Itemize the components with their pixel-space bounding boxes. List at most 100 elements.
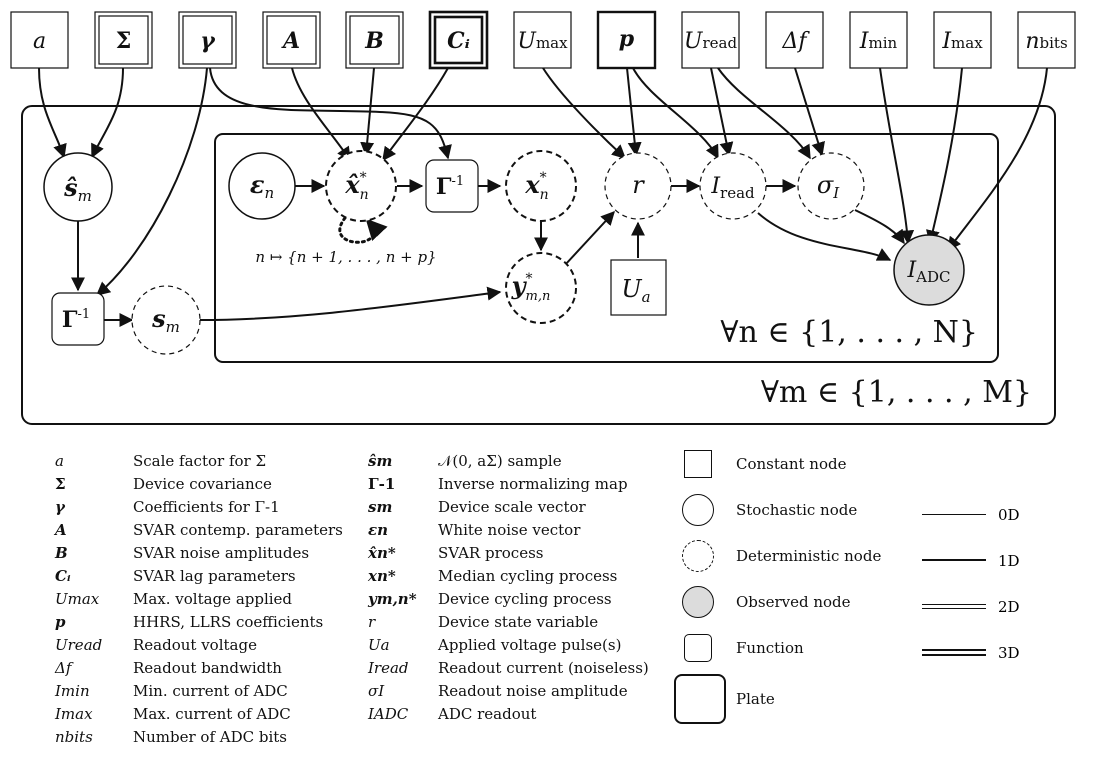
line-width-label: 0D <box>998 506 1020 524</box>
edge-p-r <box>626 67 642 157</box>
legend-desc: Device state variable <box>438 613 599 631</box>
edges <box>38 67 1048 327</box>
legend-desc: Coefficients for Γ-1 <box>133 498 280 516</box>
edge-gamma-gammainv-inner <box>209 67 452 160</box>
svg-text:r: r <box>632 171 645 199</box>
svg-text:B: B <box>364 28 384 54</box>
legend-symbol: A <box>55 521 67 539</box>
inner-plate-label: ∀n ∈ {1, . . . , N} <box>720 315 978 350</box>
legend-symbol: σI <box>368 682 385 700</box>
line-width-label: 1D <box>998 552 1020 570</box>
line-3d-swatch <box>922 649 986 656</box>
node-s-m: sm <box>131 285 201 355</box>
legend-symbol: sm <box>368 498 393 516</box>
legend-desc: HHRS, LLRS coefficients <box>133 613 324 631</box>
legend-desc: Min. current of ADC <box>133 682 288 700</box>
node-gamma-inv-outer: Γ-1 <box>51 292 105 346</box>
node-x-n: x*n <box>505 150 577 222</box>
svg-text:x̂*n: x̂*n <box>344 170 368 203</box>
edge-Iread-IADC <box>757 212 892 261</box>
svg-text:A: A <box>281 28 300 54</box>
legend-desc: Readout current (noiseless) <box>438 659 649 677</box>
line-width-label: 2D <box>998 598 1020 616</box>
legend-desc: Max. voltage applied <box>133 590 293 608</box>
legend-node-label: Stochastic node <box>736 501 858 519</box>
line-width-row: 1D <box>922 551 1032 571</box>
svg-text:nbits: nbits <box>1025 29 1067 54</box>
legend-desc: Device scale vector <box>438 498 586 516</box>
svg-text:Imin: Imin <box>859 29 898 54</box>
top-node-sigma: Σ <box>94 11 153 69</box>
svg-text:Imax: Imax <box>941 29 983 54</box>
edge-sigmaI-IADC <box>854 209 905 245</box>
top-node-delta-f: Δf <box>765 11 824 69</box>
outer-plate-label: ∀m ∈ {1, . . . , M} <box>761 375 1032 410</box>
node-eps-n: εn <box>228 152 296 220</box>
svg-text:Iread: Iread <box>710 174 755 202</box>
node-I-read: Iread <box>699 152 767 220</box>
svg-text:p: p <box>619 26 635 52</box>
legend-symbol: p <box>55 613 66 631</box>
top-node-nbits: nbits <box>1017 11 1076 69</box>
svg-text:a: a <box>33 29 46 54</box>
legend-symbol: Iread <box>368 659 409 677</box>
legend-node-label: Function <box>736 639 804 657</box>
inner-plate <box>214 133 999 363</box>
legend-desc: SVAR noise amplitudes <box>133 544 310 562</box>
edge-Imax-IADC <box>926 67 963 245</box>
legend-symbol: IADC <box>368 705 409 723</box>
line-width-row: 3D <box>922 643 1032 663</box>
node-gamma-inv-inner: Γ-1 <box>425 159 479 213</box>
legend-desc: ADC readout <box>438 705 537 723</box>
legend-symbol: x̂n* <box>368 544 396 562</box>
line-width-row: 0D <box>922 505 1032 525</box>
legend-symbol: Imax <box>55 705 93 723</box>
legend-desc: Readout voltage <box>133 636 257 654</box>
svg-text:Ua: Ua <box>621 275 650 306</box>
legend-symbol: nbits <box>55 728 93 746</box>
svg-text:Γ-1: Γ-1 <box>62 307 90 333</box>
legend-symbol: xn* <box>368 567 396 585</box>
edge-Uread-Iread <box>710 67 734 157</box>
svg-text:x*n: x*n <box>524 170 548 203</box>
legend-desc: SVAR contemp. parameters <box>133 521 343 539</box>
legend-symbol: γ <box>55 498 65 516</box>
line-width-row: 2D <box>922 597 1032 617</box>
legend-symbol: Imin <box>55 682 90 700</box>
edge-A-xhat <box>291 67 351 162</box>
edge-Ci-xhat <box>382 67 449 162</box>
svg-text:Δf: Δf <box>781 29 810 54</box>
node-r: r <box>604 152 672 220</box>
legend-desc: Max. current of ADC <box>133 705 291 723</box>
node-sigma-I: σI <box>797 152 865 220</box>
top-node-gamma: γ <box>178 11 237 69</box>
legend-symbol: ym,n* <box>368 590 417 608</box>
observed-node-swatch <box>682 586 714 618</box>
svg-text:ŝm: ŝm <box>63 173 92 205</box>
legend-desc: Number of ADC bits <box>133 728 288 746</box>
constant-node-swatch <box>684 450 712 478</box>
svg-text:Cᵢ: Cᵢ <box>447 28 470 54</box>
legend-desc: Readout noise amplitude <box>438 682 628 700</box>
self-loop-xhat <box>338 216 388 244</box>
edge-gamma-gammainv-outer <box>95 67 208 296</box>
legend-node-label: Observed node <box>736 593 851 611</box>
edge-a-shat <box>38 67 67 159</box>
node-x-hat-n: x̂*n <box>325 150 397 222</box>
legend-node-label: Deterministic node <box>736 547 882 565</box>
top-node-Imax: Imax <box>933 11 992 69</box>
line-2d-swatch <box>922 604 986 609</box>
legend-desc: Inverse normalizing map <box>438 475 628 493</box>
legend-desc: Median cycling process <box>438 567 618 585</box>
edge-p-Iread <box>632 67 719 160</box>
legend-symbol: a <box>55 452 64 470</box>
function-swatch <box>684 634 712 662</box>
edge-nbits-IADC <box>947 67 1048 252</box>
edge-B-xhat <box>360 67 375 157</box>
legend-symbol: Cᵢ <box>55 567 71 585</box>
legend-desc: Scale factor for Σ <box>133 452 267 470</box>
legend-node-label: Plate <box>736 690 775 708</box>
legend-desc: Readout bandwidth <box>133 659 282 677</box>
stochastic-node-swatch <box>682 494 714 526</box>
